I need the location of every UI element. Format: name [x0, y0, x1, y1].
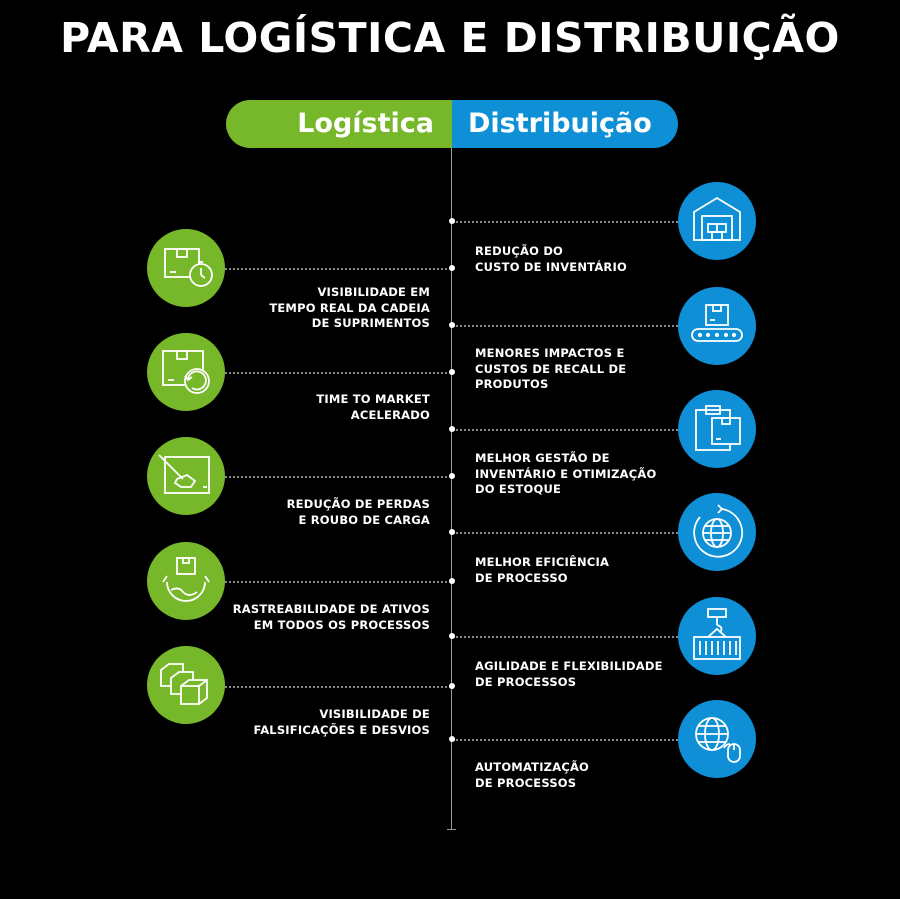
page-title: PARA LOGÍSTICA E DISTRIBUIÇÃO	[60, 14, 840, 62]
globe-box-icon	[147, 542, 225, 620]
header-distribuicao: Distribuição	[452, 100, 678, 148]
connector-logistica-1	[225, 268, 451, 270]
timeline-end	[447, 829, 456, 830]
connector-distribuicao-2	[453, 325, 678, 327]
timeline-dot	[449, 218, 455, 224]
box-timer-icon	[147, 229, 225, 307]
clipboard-box-icon	[678, 390, 756, 468]
timeline-dot	[449, 265, 455, 271]
logistica-label-3: REDUÇÃO DE PERDAS E ROUBO DE CARGA	[286, 497, 430, 527]
logistica-label-5: VISIBILIDADE DE FALSIFICAÇÕES E DESVIOS	[253, 707, 430, 737]
connector-distribuicao-4	[453, 532, 678, 534]
timeline-dot	[449, 322, 455, 328]
timeline-dot	[449, 426, 455, 432]
distribuicao-label-2: MENORES IMPACTOS E CUSTOS DE RECALL DE P…	[475, 346, 627, 391]
connector-distribuicao-1	[453, 221, 678, 223]
conveyor-icon	[678, 287, 756, 365]
hand-box-icon	[147, 437, 225, 515]
timeline-dot	[449, 369, 455, 375]
timeline-dot	[449, 736, 455, 742]
globe-mouse-icon	[678, 700, 756, 778]
connector-logistica-5	[225, 686, 451, 688]
timeline-dot	[449, 633, 455, 639]
connector-distribuicao-5	[453, 636, 678, 638]
timeline-dot	[449, 529, 455, 535]
distribuicao-label-6: AUTOMATIZAÇÃO DE PROCESSOS	[475, 760, 590, 790]
connector-logistica-2	[225, 372, 451, 374]
logistica-label-1: VISIBILIDADE EM TEMPO REAL DA CADEIA DE …	[269, 285, 430, 330]
header-logistica: Logística	[226, 100, 452, 148]
timeline-dot	[449, 683, 455, 689]
distribuicao-label-4: MELHOR EFICIÊNCIA DE PROCESSO	[475, 555, 610, 585]
distribuicao-label-5: AGILIDADE E FLEXIBILIDADE DE PROCESSOS	[475, 659, 663, 689]
box-refresh-icon	[147, 333, 225, 411]
warehouse-icon	[678, 182, 756, 260]
distribuicao-label-1: REDUÇÃO DO CUSTO DE INVENTÁRIO	[475, 244, 627, 274]
stacked-boxes-icon	[147, 646, 225, 724]
distribuicao-label-3: MELHOR GESTÃO DE INVENTÁRIO E OTIMIZAÇÃO…	[475, 451, 657, 496]
globe-cycle-icon	[678, 493, 756, 571]
timeline-line	[451, 148, 452, 830]
timeline-dot	[449, 473, 455, 479]
connector-logistica-3	[225, 476, 451, 478]
connector-distribuicao-6	[453, 739, 678, 741]
timeline-dot	[449, 578, 455, 584]
connector-distribuicao-3	[453, 429, 678, 431]
connector-logistica-4	[225, 581, 451, 583]
crane-container-icon	[678, 597, 756, 675]
logistica-label-2: TIME TO MARKET ACELERADO	[316, 392, 430, 422]
logistica-label-4: RASTREABILIDADE DE ATIVOS EM TODOS OS PR…	[232, 602, 430, 632]
